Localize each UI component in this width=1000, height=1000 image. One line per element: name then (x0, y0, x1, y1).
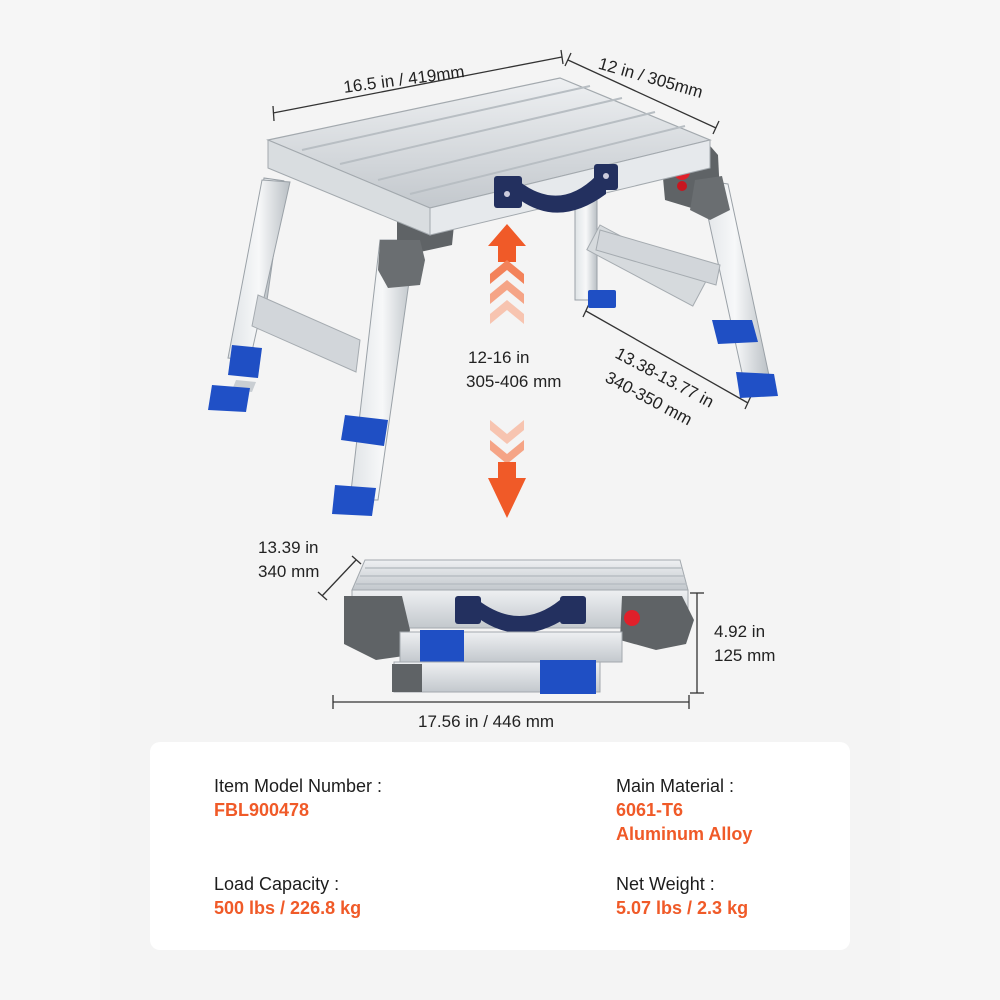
label-height-in: 12-16 in (468, 348, 530, 367)
label-folded-length: 17.56 in / 446 mm (418, 712, 555, 731)
spec-load: Load Capacity : 500 lbs / 226.8 kg (214, 872, 361, 920)
spec-load-value: 500 lbs / 226.8 kg (214, 898, 362, 918)
dimension-line-top-width (564, 52, 720, 135)
spec-model-label: Item Model Number : (214, 776, 383, 796)
spec-material-label: Main Material : (616, 776, 735, 796)
spec-weight-label: Net Weight : (616, 874, 715, 894)
spec-card: Item Model Number : FBL900478 Main Mater… (150, 742, 850, 950)
spec-material: Main Material : 6061-T6 Aluminum Alloy (616, 774, 752, 846)
spec-model: Item Model Number : FBL900478 (214, 774, 382, 822)
dimension-line-top-length (272, 49, 564, 122)
dimension-line-folded-length (332, 695, 690, 709)
label-folded-height-in: 4.92 in (714, 622, 766, 641)
step-stool-standing (208, 77, 778, 516)
spec-weight-value: 5.07 lbs / 2.3 kg (616, 898, 749, 918)
height-arrow-down (488, 420, 526, 518)
dimension-line-leg-span (582, 303, 752, 410)
step-stool-folded (344, 559, 694, 694)
dimension-line-folded-height (690, 592, 704, 694)
spec-material-value-1: 6061-T6 (616, 800, 684, 820)
label-folded-depth-in: 13.39 in (258, 538, 319, 557)
dimension-line-folded-depth (317, 555, 362, 601)
spec-model-value: FBL900478 (214, 800, 310, 820)
spec-load-label: Load Capacity : (214, 874, 340, 894)
label-folded-depth-mm: 340 mm (258, 562, 320, 581)
height-arrow-up (488, 224, 526, 324)
label-height-mm: 305-406 mm (466, 372, 562, 391)
spec-weight: Net Weight : 5.07 lbs / 2.3 kg (616, 872, 748, 920)
spec-material-value-2: Aluminum Alloy (616, 824, 753, 844)
label-folded-height-mm: 125 mm (714, 646, 776, 665)
